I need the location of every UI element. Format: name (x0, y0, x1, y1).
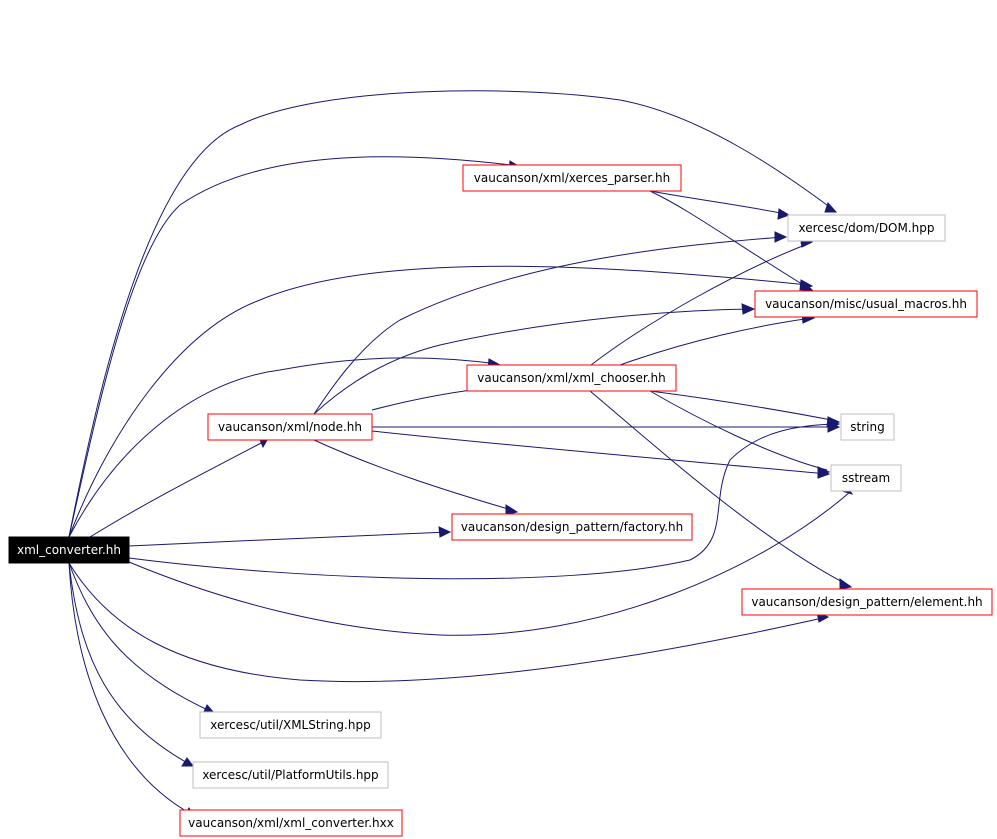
node-xml-chooser[interactable]: vaucanson/xml/xml_chooser.hh (466, 364, 677, 392)
node-box (8, 536, 130, 564)
arrowhead (839, 578, 853, 590)
node-box (451, 513, 693, 541)
edge-line (313, 236, 784, 415)
edge-line (68, 562, 828, 683)
node-box (787, 214, 946, 242)
edge-root-to-factory (128, 526, 452, 547)
edge-line (649, 390, 838, 422)
edge-root-to-usual_macros (68, 265, 814, 538)
edge-line (649, 390, 828, 471)
node-node[interactable]: vaucanson/xml/node.hh (207, 413, 373, 441)
arrowhead (824, 202, 838, 213)
node-label: vaucanson/xml/node.hh (218, 420, 362, 434)
edge-line (68, 357, 499, 538)
edge-line (313, 439, 516, 512)
edge-line (371, 430, 828, 475)
edge-node-to-dom (313, 231, 788, 415)
edge-xerces_parser-to-dom (649, 190, 791, 220)
node-label: vaucanson/misc/usual_macros.hh (765, 297, 967, 311)
node-box (207, 413, 373, 441)
node-box (199, 711, 382, 739)
edge-line (649, 190, 787, 215)
node-label: vaucanson/design_pattern/factory.hh (461, 520, 683, 534)
edge-line (68, 156, 520, 538)
edge-line (128, 531, 449, 547)
node-box (754, 290, 978, 318)
edge-node-to-sstream (371, 430, 831, 479)
node-root[interactable]: xml_converter.hh (8, 536, 130, 564)
node-box (179, 809, 403, 837)
node-box (462, 164, 682, 192)
edge-line (128, 491, 851, 636)
node-converter-hxx[interactable]: vaucanson/xml/xml_converter.hxx (179, 809, 403, 837)
edge-root-to-string (128, 418, 841, 580)
node-xerces-parser[interactable]: vaucanson/xml/xerces_parser.hh (462, 164, 682, 192)
edge-line (68, 265, 809, 538)
edge-root-to-xml_chooser (68, 357, 502, 538)
node-string[interactable]: string (840, 413, 895, 441)
edge-line (89, 441, 264, 538)
arrowhead (817, 467, 831, 479)
edge-root-to-converter_hxx (68, 562, 196, 818)
edge-line (649, 190, 811, 290)
edge-node-to-factory (313, 439, 519, 516)
edge-line (590, 242, 811, 366)
edge-line (68, 562, 213, 713)
node-dom[interactable]: xercesc/dom/DOM.hpp (787, 214, 946, 242)
edge-node-to-usual_macros (313, 303, 756, 415)
edge-root-to-xerces_parser (68, 156, 522, 538)
node-box (192, 761, 389, 789)
edge-root-to-dom (68, 90, 838, 538)
edge-node-to-string (372, 421, 841, 433)
node-platformutils[interactable]: xercesc/util/PlatformUtils.hpp (192, 761, 389, 789)
node-label: xercesc/util/XMLString.hpp (210, 718, 370, 732)
node-sstream[interactable]: sstream (830, 464, 902, 492)
node-usual-macros[interactable]: vaucanson/misc/usual_macros.hh (754, 290, 978, 318)
node-box (840, 413, 895, 441)
edge-root-to-node (89, 436, 268, 538)
edge-line (313, 308, 753, 415)
edge-line (68, 562, 192, 766)
node-label: xercesc/util/PlatformUtils.hpp (202, 768, 378, 782)
node-element[interactable]: vaucanson/design_pattern/element.hh (741, 588, 993, 616)
node-box (741, 588, 993, 616)
edge-line (68, 90, 832, 538)
node-label: xml_converter.hh (17, 543, 121, 557)
node-box (830, 464, 902, 492)
node-label: sstream (842, 471, 890, 485)
node-label: vaucanson/xml/xml_converter.hxx (188, 816, 394, 830)
arrowhead (777, 208, 791, 220)
edge-xml_chooser-to-string (649, 390, 841, 428)
node-label: xercesc/dom/DOM.hpp (798, 221, 934, 235)
arrowhead (741, 303, 756, 315)
nodes-layer: xml_converter.hh vaucanson/xml/xerces_par… (8, 164, 993, 837)
arrowhead (438, 526, 452, 538)
edge-line (619, 317, 813, 366)
edge-xml_chooser-to-usual_macros (619, 312, 816, 366)
edge-line (68, 562, 194, 816)
arrowhead (827, 421, 841, 433)
node-label: vaucanson/xml/xml_chooser.hh (477, 371, 666, 385)
node-label: vaucanson/xml/xerces_parser.hh (474, 171, 670, 185)
edge-line (128, 423, 838, 580)
arrowhead (774, 231, 788, 243)
node-xmlstring[interactable]: xercesc/util/XMLString.hpp (199, 711, 382, 739)
edge-root-to-platformutils (68, 562, 194, 767)
node-label: string (850, 420, 884, 434)
arrowhead (181, 757, 194, 767)
node-label: vaucanson/design_pattern/element.hh (751, 595, 982, 609)
edge-line (589, 390, 851, 587)
edge-xml_chooser-to-element (589, 390, 853, 590)
node-factory[interactable]: vaucanson/design_pattern/factory.hh (451, 513, 693, 541)
edges-layer (68, 90, 854, 818)
node-box (466, 364, 677, 392)
edge-root-to-element (68, 562, 830, 683)
